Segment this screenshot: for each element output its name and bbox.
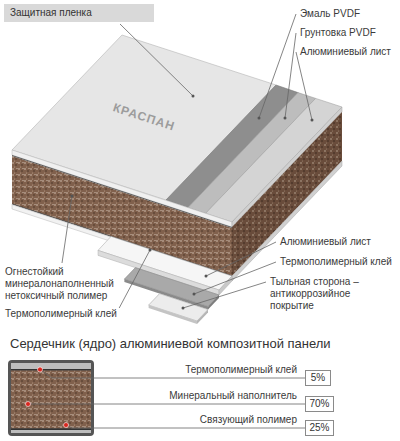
layer-label: Грунтовка PVDF [300,27,396,39]
section-dots [26,367,69,428]
leader-line [285,33,296,118]
marker-dot [26,402,31,407]
leader-dot [71,195,74,198]
layer-label: Огнестойкий минералонаполненный нетоксич… [5,266,120,302]
section-aluminium [11,363,91,369]
step-coating-front [149,305,197,324]
leader-dot [258,117,261,120]
leader-dot [284,117,287,120]
leader-dot [149,249,152,252]
layer-label: Тыльная сторона – антикоррозийное покрыт… [270,276,396,312]
layer-label: Алюминиевый лист [280,236,396,248]
leader-line [296,52,312,120]
layer-label: Термополимерный клей [5,308,125,320]
layer-label: Эмаль PVDF [300,8,396,20]
leader-line [206,242,276,276]
leader-line [194,262,276,294]
leader-dot [182,307,185,310]
layer-label: Алюминиевый лист [300,46,396,58]
section-glue [11,369,91,371]
panel-side [232,107,342,281]
leader-line [120,24,193,96]
core-section [8,360,94,436]
section-heading: Сердечник (ядро) алюминиевой композитной… [10,336,331,352]
leader-line [62,196,72,263]
leader-dot [193,293,196,296]
step-coating-side [197,310,208,325]
leader-line [183,282,266,308]
section-glue [11,429,91,431]
percent-value: 70% [309,398,329,410]
leader-dot [311,119,314,122]
section-leaders [28,370,305,429]
film-label-band: Защитная пленка [4,4,154,22]
section-aluminium [11,430,91,433]
section-frame [8,360,94,436]
layer-label: Термополимерный клей [280,256,396,268]
component-label: Связующий полимер [199,414,298,426]
leader-line [259,14,296,118]
leader-dot [205,275,208,278]
marker-dot [38,367,43,372]
percent-value: 25% [309,422,329,434]
percent-box: 70% [305,396,334,412]
marker-dot [64,423,69,428]
component-label: Термополимерный клей [184,364,298,376]
component-label: Минеральный наполнитель [168,390,298,402]
step-aluminium-side [219,276,232,295]
percent-value: 5% [311,372,325,384]
percent-box: 25% [305,420,334,436]
leader-dot [192,95,195,98]
percent-box: 5% [305,370,331,386]
leader-line [28,404,305,405]
layer-label: Защитная пленка [10,7,92,19]
core-side [232,112,342,276]
leader-line [116,250,150,314]
section-core [11,371,91,429]
